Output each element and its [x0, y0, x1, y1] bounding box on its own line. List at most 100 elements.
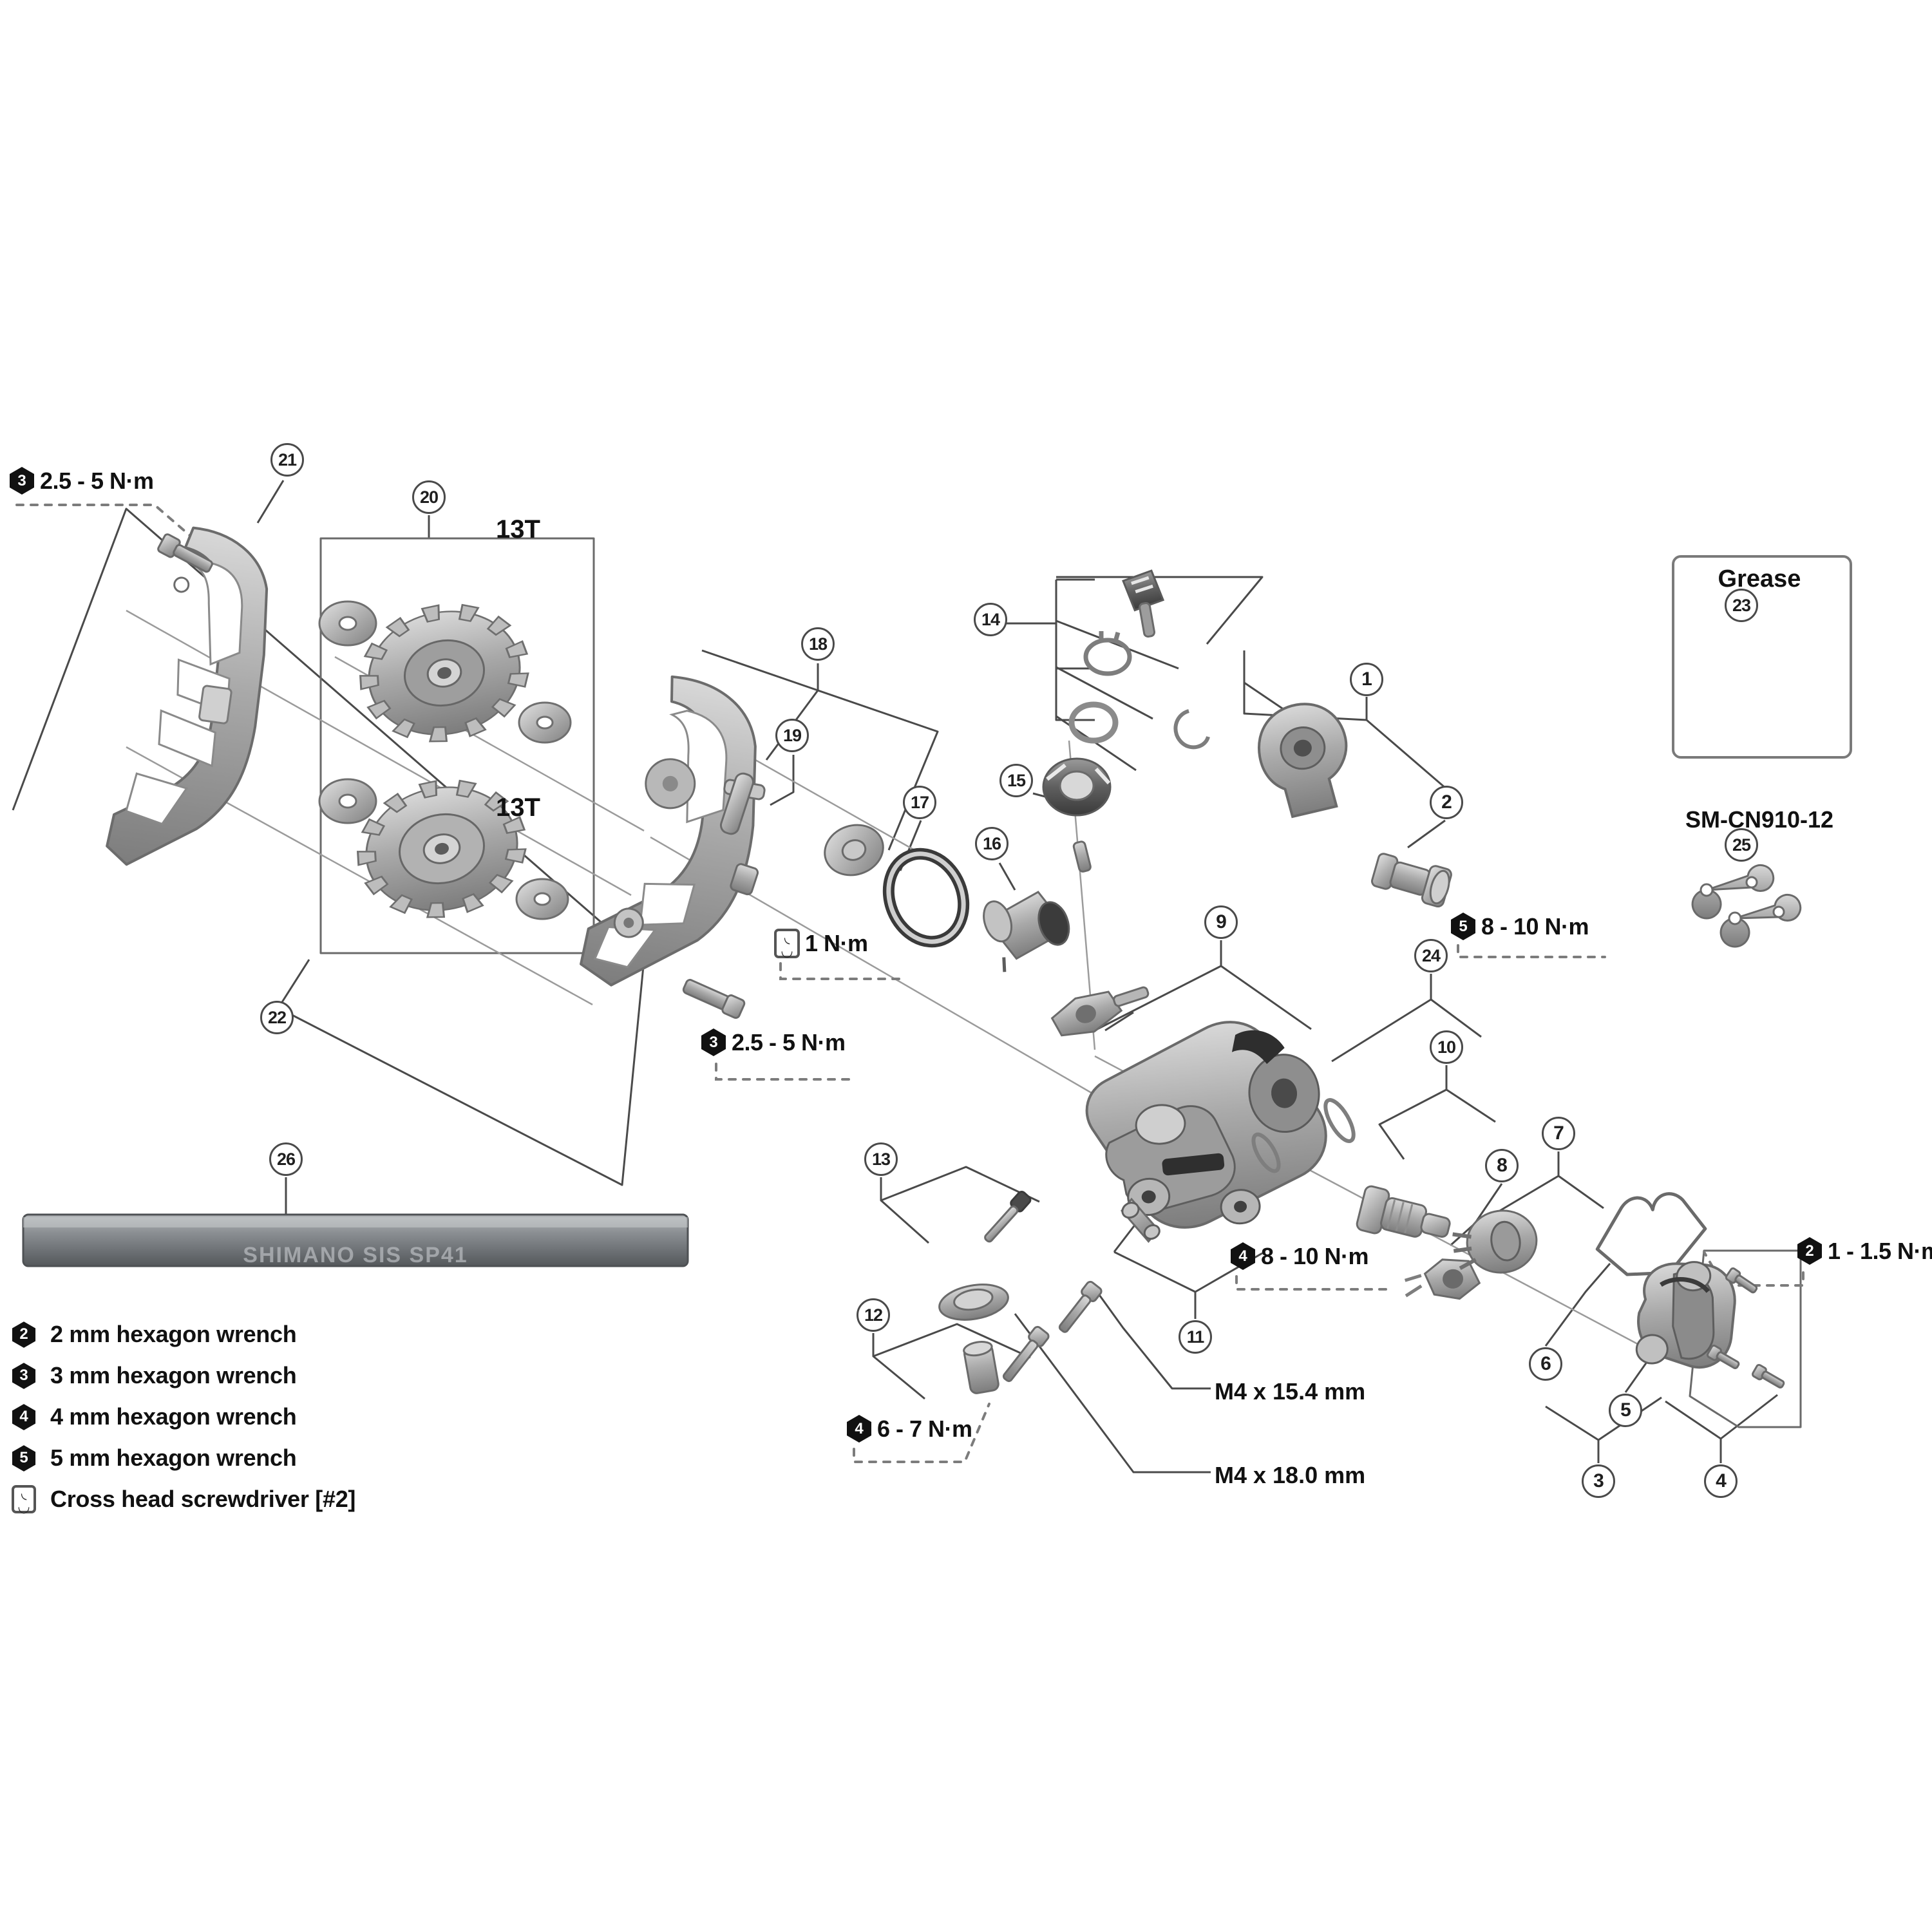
- callout-7[interactable]: 7: [1542, 1117, 1575, 1150]
- hex-wrench-badge: 5: [12, 1444, 36, 1472]
- lower-pulley-teeth: 13T: [496, 793, 540, 822]
- o-ring: [1068, 701, 1119, 744]
- lower-pulley-washer-left: [318, 778, 377, 824]
- callout-21[interactable]: 21: [270, 443, 304, 477]
- callout-15[interactable]: 15: [999, 764, 1033, 797]
- legend-label: Cross head screwdriver [#2]: [50, 1486, 356, 1512]
- derailleur-main-body: [1085, 1021, 1327, 1229]
- hex-wrench-badge: 2: [12, 1321, 36, 1349]
- low-limit-screw: [984, 1190, 1032, 1243]
- outer-cage-plate: [106, 526, 269, 866]
- callout-14[interactable]: 14: [974, 603, 1007, 636]
- bolt-m4-18-0: M4 x 18.0 mm: [1215, 1462, 1366, 1488]
- grease-panel: [1672, 555, 1852, 759]
- lower-pulley-washer-right: [515, 878, 569, 920]
- torque-label-t-cross-1: ◟◡1 N·m: [774, 928, 868, 958]
- torque-value: 2.5 - 5 N·m: [40, 467, 154, 494]
- stopper-pin: [1072, 840, 1092, 873]
- hex-wrench-badge: 3: [9, 466, 35, 495]
- m4-bolt-18-0: [1002, 1325, 1050, 1383]
- cover-screw-1: [1725, 1267, 1758, 1294]
- torque-value: 8 - 10 N·m: [1261, 1242, 1369, 1269]
- callout-11[interactable]: 11: [1179, 1320, 1212, 1354]
- torque-value: 1 - 1.5 N·m: [1828, 1237, 1932, 1264]
- callout-13[interactable]: 13: [864, 1142, 898, 1176]
- torque-value: 8 - 10 N·m: [1481, 913, 1589, 940]
- callout-12[interactable]: 12: [857, 1298, 890, 1332]
- hex-wrench-badge: 5: [1450, 912, 1476, 941]
- cage-washer: [824, 824, 884, 876]
- upper-pulley-washer-left: [318, 600, 377, 647]
- p-axle-bolt: [1356, 1185, 1451, 1238]
- callout-5[interactable]: 5: [1609, 1394, 1642, 1427]
- b-tension-barrel: [1042, 757, 1112, 817]
- p-tension-spring-cap: [1452, 1209, 1538, 1274]
- lower-guide-pulley: [357, 779, 527, 918]
- callout-19[interactable]: 19: [775, 719, 809, 752]
- callout-6[interactable]: 6: [1529, 1347, 1562, 1381]
- cover-screw-3: [1751, 1363, 1785, 1389]
- pulley-bolt-lower: [682, 979, 746, 1019]
- cage-stopper-block: [730, 863, 759, 896]
- callout-20[interactable]: 20: [412, 480, 446, 514]
- legend-label: 4 mm hexagon wrench: [50, 1403, 297, 1430]
- cable-printed-text: SHIMANO SIS SP41: [243, 1243, 468, 1267]
- legend-row-5: ◟◡ Cross head screwdriver [#2]: [12, 1479, 355, 1520]
- callout-1[interactable]: 1: [1350, 663, 1383, 696]
- p-spring-plate: [1595, 1192, 1707, 1276]
- cover-screw-2: [1706, 1344, 1740, 1370]
- callout-26[interactable]: 26: [269, 1142, 303, 1176]
- tool-legend: 2 2 mm hexagon wrench 3 3 mm hexagon wrench…: [12, 1314, 355, 1520]
- torque-value: 6 - 7 N·m: [877, 1415, 972, 1442]
- legend-label: 2 mm hexagon wrench: [50, 1321, 297, 1347]
- p-tension-fitting: [1404, 1258, 1481, 1300]
- hex-wrench-badge: 3: [12, 1362, 36, 1390]
- legend-label: 5 mm hexagon wrench: [50, 1444, 297, 1471]
- legend-label: 3 mm hexagon wrench: [50, 1362, 297, 1388]
- shift-cable-housing: [22, 1213, 689, 1267]
- callout-18[interactable]: 18: [801, 627, 835, 661]
- callout-9[interactable]: 9: [1204, 905, 1238, 939]
- hex-wrench-badge: 3: [701, 1028, 726, 1057]
- callout-4[interactable]: 4: [1704, 1464, 1738, 1498]
- cross-head-screwdriver-badge: ◟◡: [12, 1484, 36, 1514]
- p-knuckle-body: [1635, 1261, 1736, 1369]
- hex-wrench-badge: 4: [846, 1414, 872, 1443]
- callout-24[interactable]: 24: [1414, 939, 1448, 972]
- callout-22[interactable]: 22: [260, 1001, 294, 1034]
- callout-23[interactable]: 23: [1725, 589, 1758, 622]
- callout-16[interactable]: 16: [975, 827, 1009, 860]
- body-washer-9: [1251, 1132, 1281, 1173]
- upper-pulley-washer-right: [518, 701, 572, 744]
- cage-stopper-pin: [719, 772, 755, 835]
- upper-guide-pulley: [359, 603, 529, 743]
- pulley-bolt-upper: [157, 533, 213, 573]
- body-washer-24: [1323, 1098, 1356, 1143]
- callout-10[interactable]: 10: [1430, 1030, 1463, 1064]
- b-knuckle-mount: [1258, 703, 1348, 819]
- callout-3[interactable]: 3: [1582, 1464, 1615, 1498]
- torque-value: 1 N·m: [805, 930, 868, 956]
- grease-panel-title: Grease: [1718, 565, 1801, 592]
- inner-cage-plate: [580, 675, 766, 987]
- chain-quick-link: [1691, 864, 1802, 948]
- hex-wrench-badge: 2: [1797, 1236, 1823, 1265]
- callout-25[interactable]: 25: [1725, 828, 1758, 862]
- cage-spring-housing: [983, 891, 1070, 972]
- bolt-m4-15-4: M4 x 15.4 mm: [1215, 1378, 1366, 1405]
- cage-retaining-ring: [882, 848, 970, 948]
- legend-row-2: 3 3 mm hexagon wrench: [12, 1355, 355, 1396]
- callout-8[interactable]: 8: [1485, 1149, 1519, 1182]
- b-axle-spring: [1173, 709, 1210, 750]
- callout-2[interactable]: 2: [1430, 786, 1463, 819]
- torque-value: 2.5 - 5 N·m: [732, 1028, 846, 1056]
- callout-17[interactable]: 17: [903, 786, 936, 819]
- cable-fixing-bolt: [1050, 986, 1150, 1037]
- stopper-collar: [938, 1283, 1009, 1321]
